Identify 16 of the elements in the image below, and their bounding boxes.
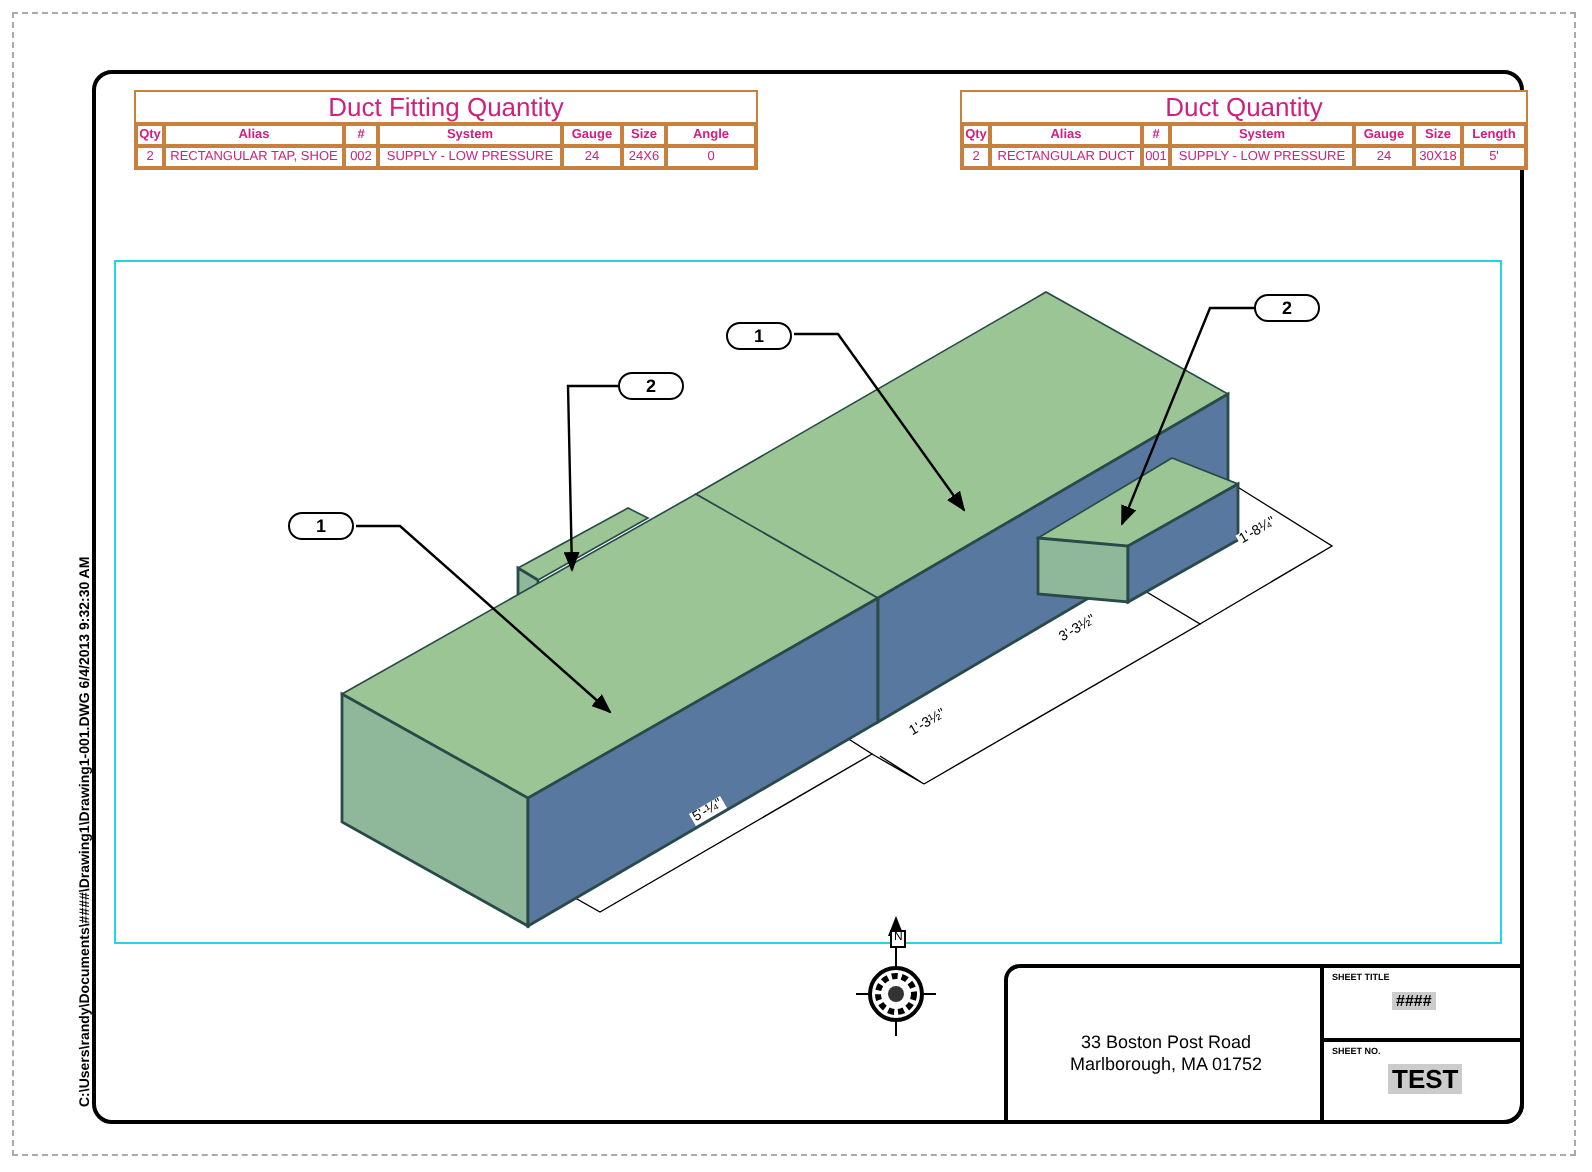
- leader-line: [1120, 306, 1254, 526]
- tap-shoe-drawing: [1035, 457, 1240, 605]
- address-text: 33 Boston Post Road: [1078, 1032, 1254, 1052]
- leader-line: [794, 332, 966, 512]
- sheet-title-value: ####: [1392, 992, 1436, 1010]
- callout-bubble: 2: [618, 372, 684, 400]
- leader-line: [563, 384, 618, 572]
- callout-bubble: 1: [726, 322, 792, 350]
- callout-bubble: 2: [1254, 294, 1320, 322]
- sheet-number-value: TEST: [1388, 1064, 1463, 1094]
- address-text: Marlborough, MA 01752: [1067, 1054, 1265, 1074]
- leader-line: [356, 524, 612, 714]
- table-title: Duct Quantity: [962, 92, 1526, 124]
- table-title: Duct Fitting Quantity: [136, 92, 756, 124]
- duct-section-drawing: [340, 493, 880, 929]
- callout-bubble: 1: [288, 512, 354, 540]
